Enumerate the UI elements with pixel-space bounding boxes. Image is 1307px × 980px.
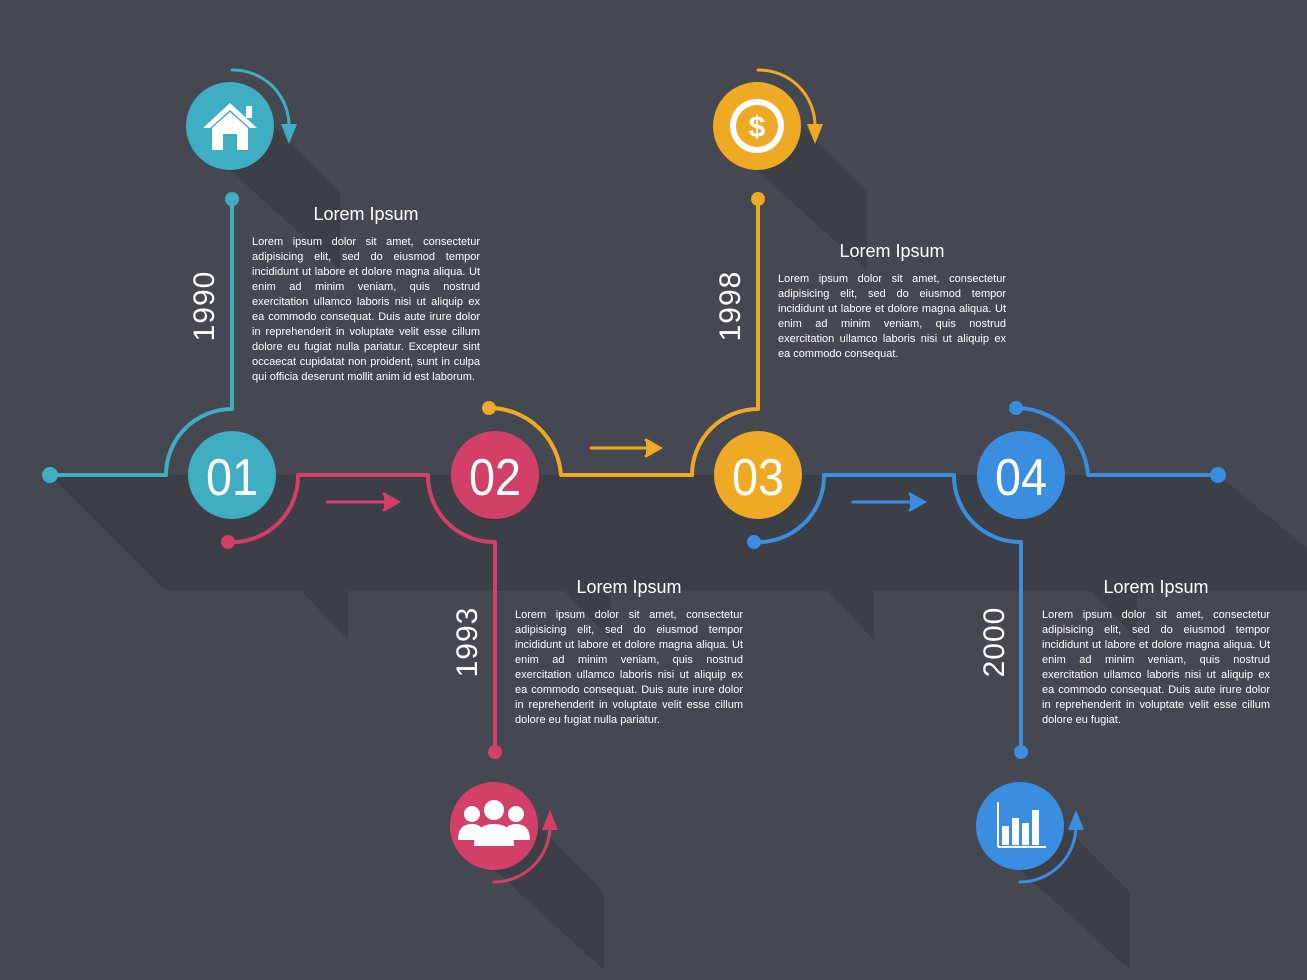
icon-badge-2 xyxy=(450,782,538,870)
arrow-right-icon xyxy=(589,438,664,458)
step-text-block-2: Lorem Ipsum Lorem ipsum dolor sit amet, … xyxy=(515,577,743,728)
step-circle-02: 02 xyxy=(451,431,539,519)
arrow-right-icon xyxy=(325,492,402,512)
crimson-connector xyxy=(226,473,497,754)
curved-arrow-icon xyxy=(230,68,297,144)
step-title: Lorem Ipsum xyxy=(839,241,945,261)
icon-badge-3: $ xyxy=(713,82,801,170)
step-title: Lorem Ipsum xyxy=(576,577,682,597)
year-label: 1993 xyxy=(451,606,484,678)
curved-arrow-icon xyxy=(492,810,558,884)
year-label: 1998 xyxy=(714,270,747,342)
step-text-block-4: Lorem Ipsum Lorem ipsum dolor sit amet, … xyxy=(1042,577,1270,728)
step-title: Lorem Ipsum xyxy=(313,204,419,224)
connector-dots xyxy=(42,192,1226,759)
curved-arrow-icon xyxy=(756,68,823,144)
year-label: 2000 xyxy=(978,606,1011,678)
step-circle-04: 04 xyxy=(977,431,1065,519)
people-icon xyxy=(458,800,530,846)
arrow-right-icon xyxy=(851,492,928,512)
icon-badge-4 xyxy=(976,782,1064,870)
dollar-coin-icon: $ xyxy=(730,99,784,153)
teal-connector xyxy=(48,198,234,477)
curved-arrow-icon xyxy=(1018,810,1084,884)
icon-badge-1 xyxy=(186,82,274,170)
step-number: 04 xyxy=(995,449,1047,507)
bar-chart-icon xyxy=(997,802,1046,848)
step-description: Lorem ipsum dolor sit amet, consectetur … xyxy=(778,273,1006,360)
step-description: Lorem ipsum dolor sit amet, consectetur … xyxy=(1042,609,1270,726)
step-number: 03 xyxy=(732,449,784,507)
step-text-block-3: Lorem Ipsum Lorem ipsum dolor sit amet, … xyxy=(778,241,1006,362)
blue-tail-connector xyxy=(1014,405,1220,477)
step-description: Lorem ipsum dolor sit amet, consectetur … xyxy=(515,609,743,726)
house-icon xyxy=(203,103,257,150)
direction-arrows xyxy=(325,438,928,512)
step-description: Lorem ipsum dolor sit amet, consectetur … xyxy=(252,236,480,383)
step-number: 01 xyxy=(206,449,258,507)
long-shadows xyxy=(50,82,1307,970)
step-circle-01: 01 xyxy=(188,431,276,519)
year-label: 1990 xyxy=(188,270,221,342)
blue-connector xyxy=(752,473,1023,754)
svg-text:$: $ xyxy=(749,111,766,144)
step-title: Lorem Ipsum xyxy=(1103,577,1209,597)
amber-connector xyxy=(487,198,760,477)
step-number: 02 xyxy=(469,449,521,507)
step-text-block-1: Lorem Ipsum Lorem ipsum dolor sit amet, … xyxy=(252,204,480,385)
step-circle-03: 03 xyxy=(714,431,802,519)
